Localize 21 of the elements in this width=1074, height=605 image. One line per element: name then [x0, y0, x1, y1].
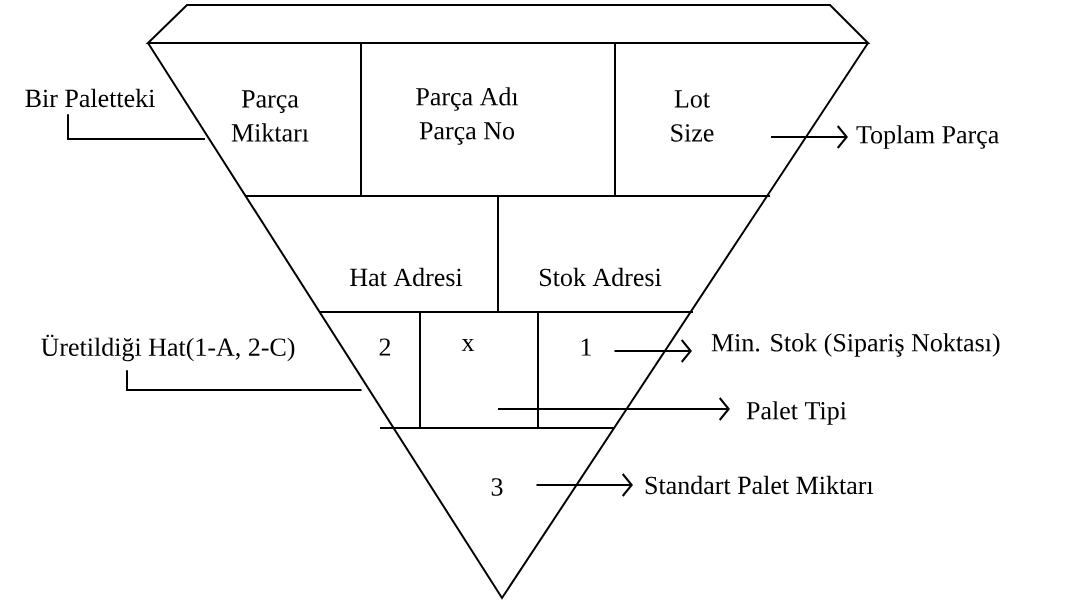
- callout-text: Standart Palet Miktarı: [645, 475, 874, 495]
- callout-text: Toplam Parça: [856, 125, 999, 149]
- cell-text: Lot Size: [671, 90, 714, 142]
- cell-number: 1: [581, 338, 591, 356]
- callout-text: Palet Tipi: [746, 401, 847, 425]
- arrow: [497, 397, 730, 421]
- cell-text: Stok Adresi: [540, 267, 662, 287]
- leader-line: [126, 369, 363, 391]
- arrow: [613, 339, 692, 363]
- callout-text: Üretildiği Hat(1-A, 2-C): [41, 334, 295, 362]
- cell-number: 3: [491, 478, 503, 496]
- cell-text: Parça Adı Parça No: [416, 87, 519, 145]
- cell-number: 2: [379, 338, 391, 356]
- arrow: [535, 473, 633, 497]
- leader-line: [67, 113, 206, 140]
- cell-text: x: [461, 339, 475, 351]
- arrow: [770, 125, 848, 149]
- callout-text: Min. Stok (Sipariş Noktası): [711, 333, 1000, 357]
- callout-text: Bir Paletteki: [25, 88, 155, 108]
- cell-text: Hat Adresi: [350, 267, 463, 287]
- cell-text: Parça Miktarı: [231, 90, 309, 142]
